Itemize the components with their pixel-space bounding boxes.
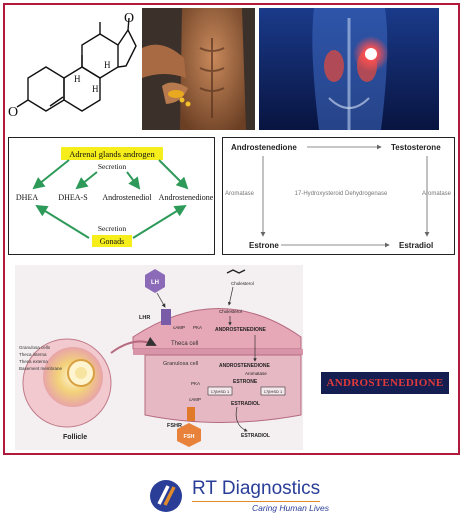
brand-tagline: Caring Human Lives — [252, 503, 330, 513]
follicle-steroidogenesis-diagram: Follicle Granulosa cells Theca interna T… — [15, 265, 303, 450]
gonads-label: Gonads — [100, 237, 124, 246]
aromatase-label: Aromatase — [245, 371, 267, 376]
product-androstenediol: Androstenediol — [102, 193, 152, 202]
fsh-label: FSH — [184, 434, 195, 440]
product-dhea: DHEA — [16, 193, 38, 202]
brand-logo-icon — [150, 480, 182, 512]
product-androstenedione: Androstenedione — [159, 193, 213, 202]
cholesterol-mid-label: Cholesterol — [219, 309, 242, 314]
androstenedione-structure: O O H H H — [8, 11, 137, 120]
androstenedione-badge: ANDROSTENEDIONE — [321, 372, 449, 394]
lhr-label: LHR — [139, 315, 150, 321]
pka-top-label: PKA — [193, 325, 202, 330]
theca-cell-label: Theca cell — [171, 341, 198, 347]
anatomy-illustration — [259, 8, 439, 130]
camp-low-label: cAMP — [189, 397, 201, 402]
supplement-photo — [142, 8, 255, 130]
androstenedione-node: Androstenedione — [231, 143, 297, 152]
estrone-node: Estrone — [249, 241, 279, 250]
ketone-oxygen-left: O — [8, 105, 18, 120]
estradiol-inner-label: ESTRADIOL — [231, 401, 260, 407]
hsd-right-label: 17βHSD 1 — [264, 389, 283, 394]
pka-low-label: PKA — [191, 381, 200, 386]
svg-text:H: H — [104, 60, 111, 70]
product-dhea-s: DHEA-S — [58, 193, 87, 202]
legend-theca-externa: Theca externa — [19, 359, 48, 364]
adrenal-source-label: Adrenal glands androgen — [69, 149, 155, 159]
legend-basement-membrane: Basement membrane — [19, 366, 63, 371]
legend-granulosa: Granulosa cells — [19, 345, 51, 350]
legend-theca-interna: Theca interna — [19, 352, 47, 357]
androstenedione-theca-label: ANDROSTENEDIONE — [215, 327, 267, 333]
center-enzyme-label: 17-Hydroxysteroid Dehydrogenase — [295, 191, 388, 197]
svg-text:H: H — [92, 84, 99, 94]
rt-diagnostics-logo: RT Diagnostics Caring Human Lives — [148, 476, 330, 516]
ketone-oxygen-top: O — [124, 11, 134, 26]
androstenedione-granulosa-label: ANDROSTENEDIONE — [219, 363, 271, 369]
granulosa-cell-label: Granulosa cell — [163, 361, 198, 367]
follicle-label: Follicle — [63, 434, 87, 441]
adrenal-androgen-diagram: Adrenal glands androgen Secretion DHEA D… — [8, 137, 215, 255]
secretion-bottom-label: Secretion — [98, 224, 127, 233]
left-enzyme-label: Aromatase — [225, 191, 255, 197]
svg-text:H: H — [74, 74, 81, 84]
androgen-pathway-diagram: Androstenedione Testosterone Aromatase 1… — [222, 137, 455, 255]
secretion-top-label: Secretion — [98, 162, 127, 171]
cholesterol-top-label: Cholesterol — [231, 281, 254, 286]
right-enzyme-label: Aromatase — [422, 191, 452, 197]
lh-label: LH — [151, 280, 159, 286]
estrone-label: ESTRONE — [233, 379, 258, 385]
camp-top-label: cAMP — [173, 325, 185, 330]
brand-name: RT Diagnostics — [192, 478, 321, 499]
brand-divider — [192, 501, 320, 502]
hsd-left-label: 17βHSD 1 — [211, 389, 230, 394]
estradiol-node: Estradiol — [399, 241, 433, 250]
estradiol-out-label: ESTRADIOL — [241, 433, 270, 439]
fshr-label: FSHR — [167, 423, 182, 429]
testosterone-node: Testosterone — [391, 143, 441, 152]
steroid-structure-panel: O O H H H — [8, 8, 138, 130]
